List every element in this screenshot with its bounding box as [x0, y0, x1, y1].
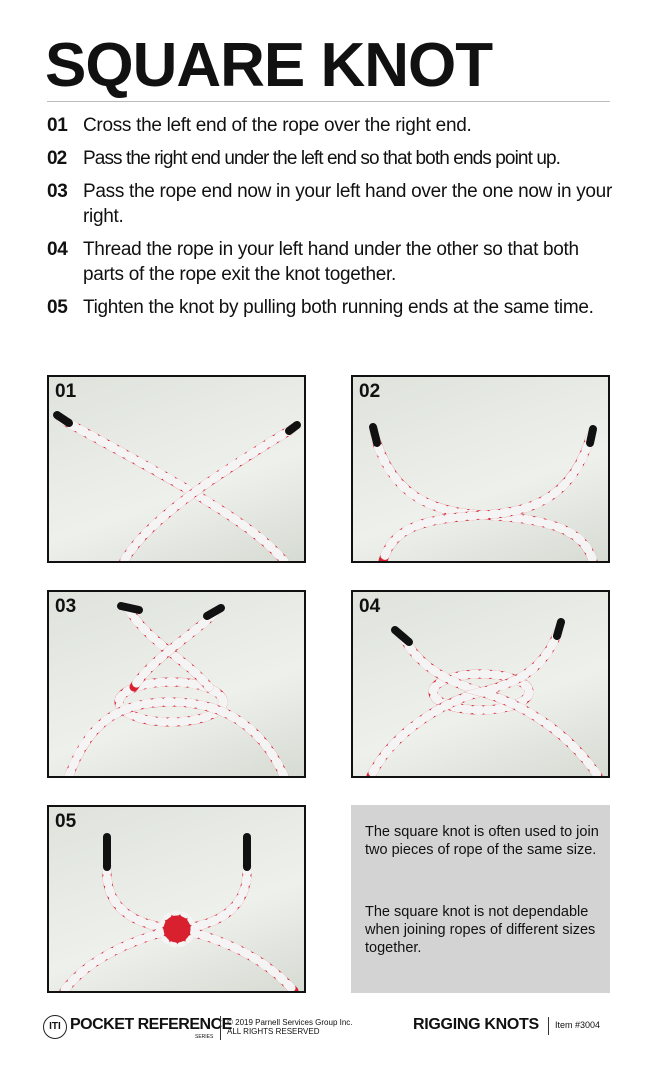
- rope-illustration: [369, 423, 598, 561]
- step-number: 01: [47, 115, 68, 136]
- rope-illustration: [53, 411, 301, 561]
- divider: [47, 101, 610, 102]
- copyright-line: © 2019 Parnell Services Group Inc.: [227, 1018, 353, 1027]
- step-text: Pass the right end under the left end so…: [83, 148, 561, 169]
- photo-label: 04: [359, 596, 381, 617]
- photo-label: 01: [55, 381, 77, 402]
- info-text: The square knot is often used to join tw…: [365, 824, 599, 858]
- rope-illustration: [59, 833, 299, 991]
- step: 03 Pass the rope end now in your left han…: [47, 179, 617, 229]
- brand-name: POCKET REFERENCE: [70, 1016, 232, 1033]
- step-text: Tighten the knot by pulling both running…: [83, 297, 594, 318]
- category-title: RIGGING KNOTS: [413, 1016, 539, 1033]
- divider: [220, 1016, 221, 1040]
- step-number: 05: [47, 297, 68, 318]
- step: 02 Pass the right end under the left end …: [47, 146, 617, 171]
- rope-illustration: [366, 618, 603, 776]
- photo-step-02: 02: [351, 375, 610, 563]
- rights-line: ALL RIGHTS RESERVED: [227, 1027, 320, 1036]
- step: 04 Thread the rope in your left hand unde…: [47, 237, 617, 287]
- page-title: SQUARE KNOT: [45, 31, 493, 100]
- photo-step-03: 03: [47, 590, 306, 778]
- rope-illustration: [64, 602, 289, 776]
- series-label: SERIES: [195, 1034, 214, 1040]
- photo-label: 05: [55, 811, 77, 832]
- step-text: Thread the rope in your left hand under …: [83, 239, 579, 285]
- step-number: 03: [47, 181, 68, 202]
- photo-step-05: 05: [47, 805, 306, 993]
- step-text: Pass the rope end now in your left hand …: [83, 181, 612, 227]
- photo-label: 02: [359, 381, 381, 402]
- item-number: Item #3004: [555, 1020, 601, 1030]
- info-text: The square knot is not dependable when j…: [365, 904, 596, 956]
- divider: [548, 1017, 549, 1035]
- photo-step-01: 01: [47, 375, 306, 563]
- step-number: 02: [47, 148, 67, 169]
- step: 05 Tighten the knot by pulling both runni…: [47, 295, 603, 320]
- copyright: © 2019 Parnell Services Group Inc.ALL RI…: [227, 1018, 353, 1036]
- photo-label: 03: [55, 596, 77, 617]
- step-list: 01 Cross the left end of the rope over th…: [47, 113, 617, 328]
- iti-logo: ITI: [43, 1015, 67, 1039]
- step-number: 04: [47, 239, 68, 260]
- photo-step-04: 04: [351, 590, 610, 778]
- step: 01 Cross the left end of the rope over th…: [47, 113, 617, 138]
- step-text: Cross the left end of the rope over the …: [83, 115, 472, 136]
- info-box: The square knot is often used to join tw…: [351, 805, 610, 993]
